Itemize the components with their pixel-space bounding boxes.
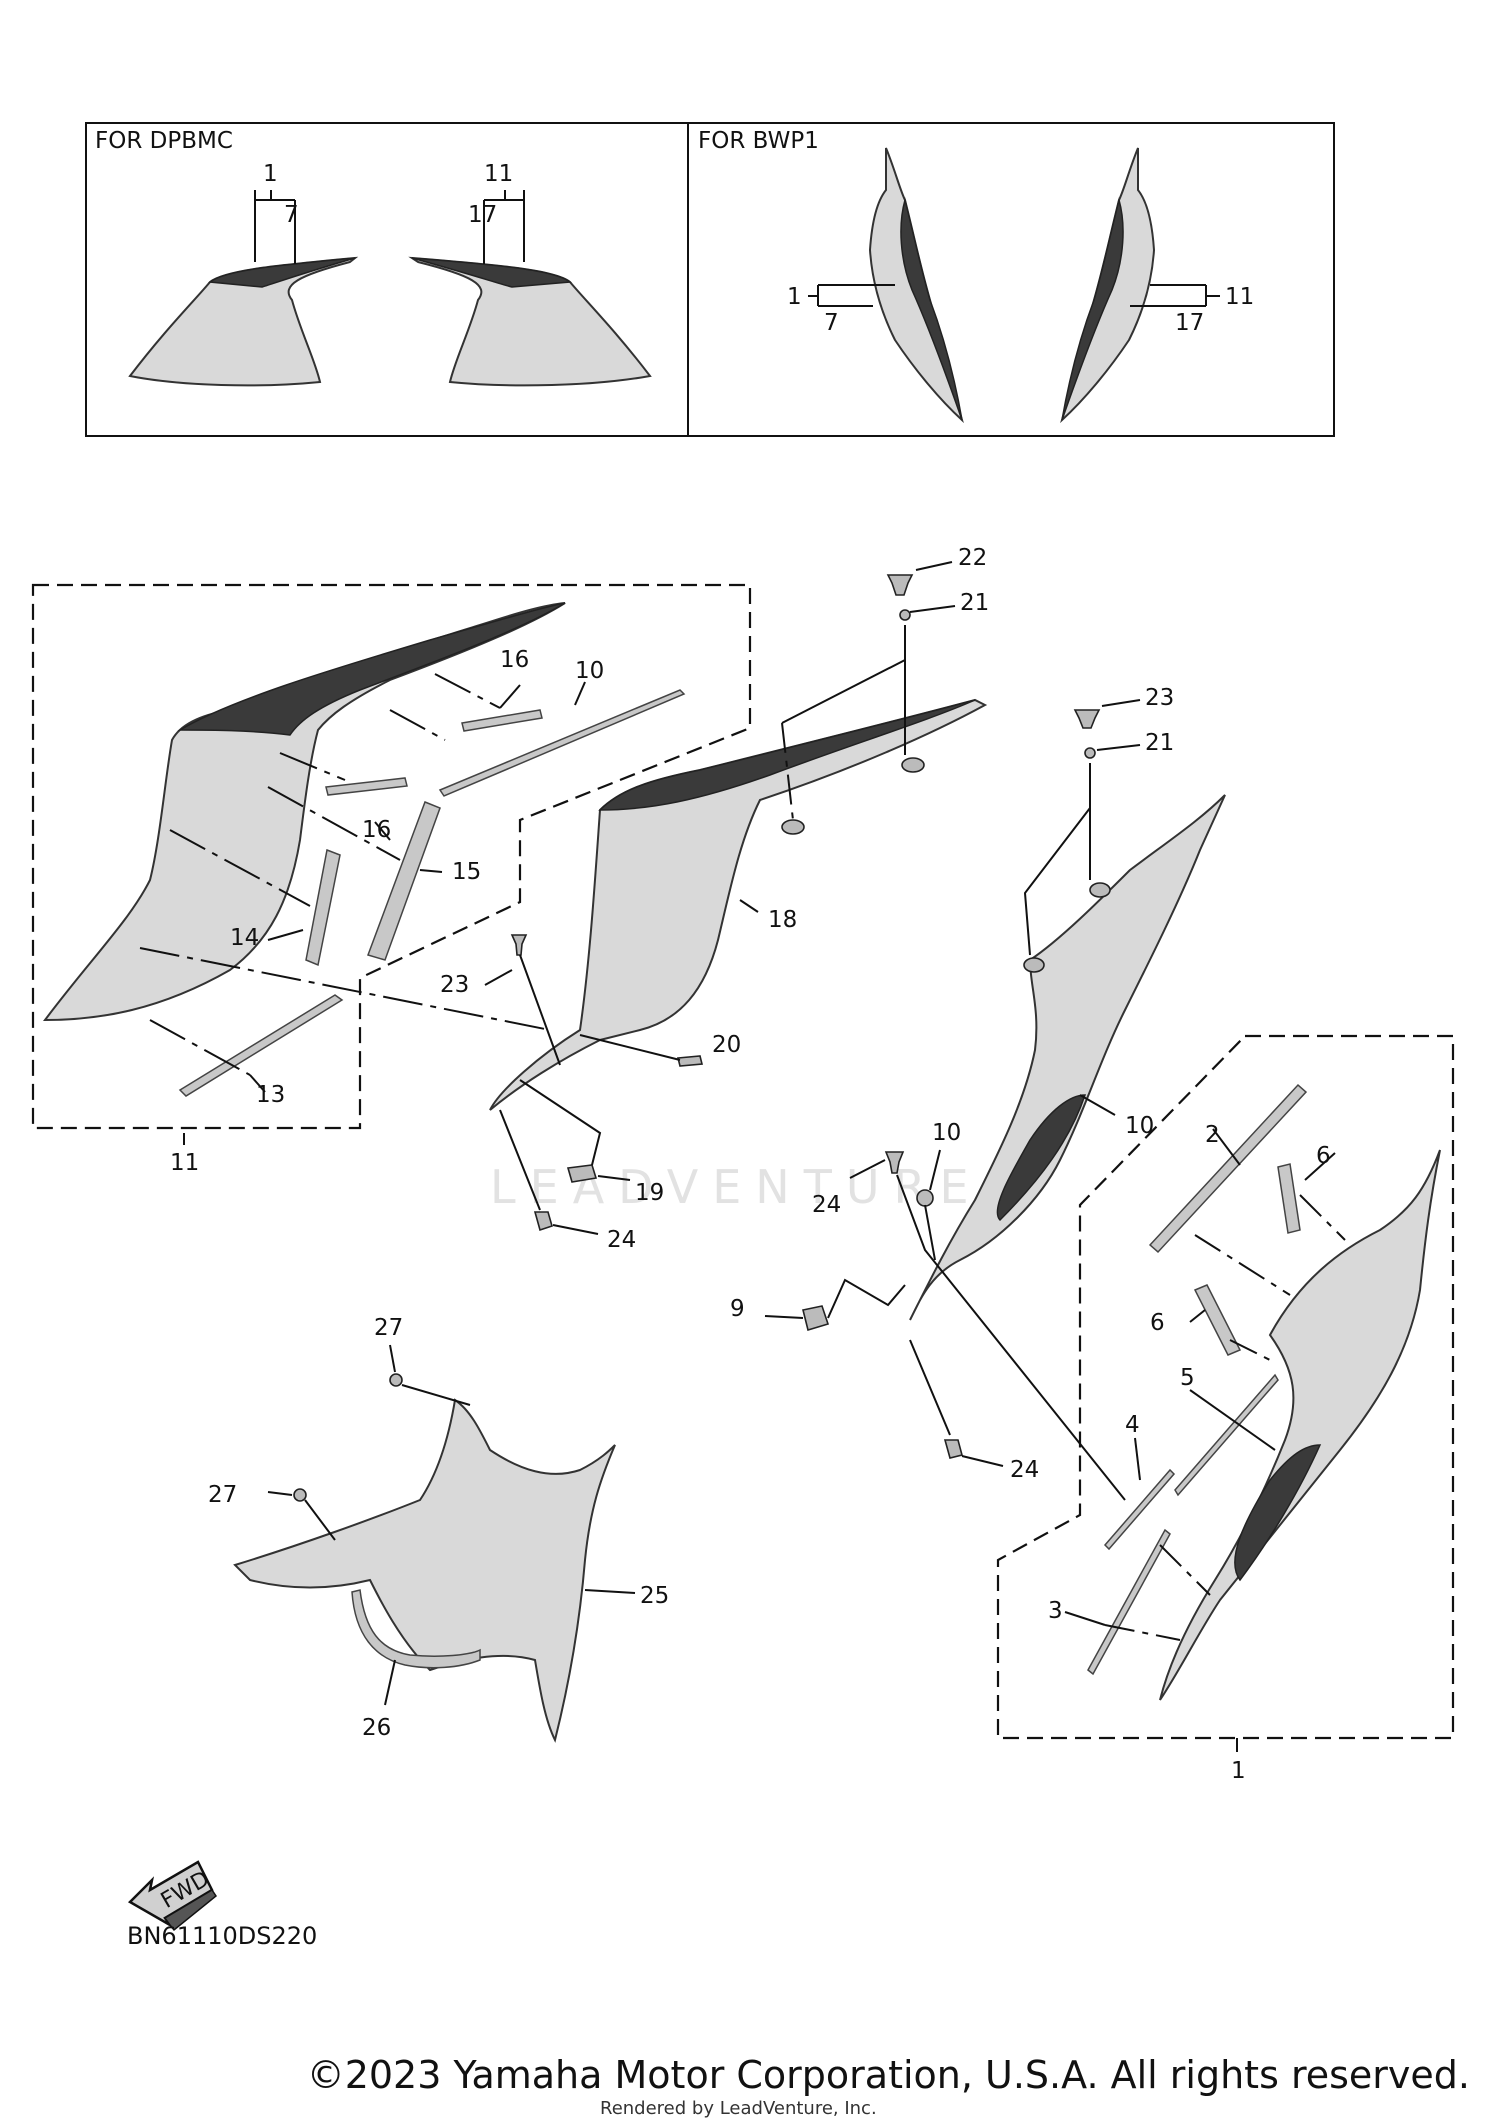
callout-12: 10 (575, 658, 604, 684)
strip-6b (1193, 1284, 1242, 1356)
callout-5: 5 (1180, 1365, 1195, 1391)
callout-22-top: 22 (958, 545, 987, 571)
callout-14: 14 (230, 925, 259, 951)
nut-24-right (943, 1439, 963, 1459)
cover-18-mount-hole-a (781, 819, 805, 835)
strip-15 (367, 801, 441, 961)
callout-24-left: 24 (607, 1227, 636, 1253)
callout-6a: 6 (1316, 1143, 1331, 1169)
nut-10 (916, 1189, 934, 1207)
bracket-8-hole-a (1023, 957, 1045, 973)
right-cover-1-stripe (1234, 1444, 1322, 1582)
inset-dpbmc-right-stripe (411, 257, 572, 288)
callout-1: 1 (1231, 1758, 1246, 1784)
clip-9 (802, 1305, 830, 1332)
inset-bwp1-label-17: 17 (1175, 310, 1204, 336)
fwd-arrow: FWD (127, 1860, 218, 1932)
inset-label-17: 17 (468, 202, 497, 228)
screw-22-right (1073, 709, 1101, 729)
strip-2 (1148, 1083, 1308, 1254)
callout-24-right: 24 (1010, 1457, 1039, 1483)
callout-27-top: 27 (374, 1315, 403, 1341)
callout-22-right: 23 (1145, 685, 1174, 711)
screw-27-top (389, 1373, 403, 1387)
callout-9: 9 (730, 1296, 745, 1322)
callout-11: 11 (170, 1150, 199, 1176)
nut-24-left (533, 1211, 553, 1232)
left-cover-11 (42, 602, 566, 1022)
strip-16a (461, 709, 543, 732)
inset-title-bwp1: FOR BWP1 (698, 128, 819, 154)
callout-16b: 16 (362, 817, 391, 843)
callout-16a: 16 (500, 647, 529, 673)
callout-20: 20 (712, 1032, 741, 1058)
callout-21-right: 21 (1145, 730, 1174, 756)
inset-bwp1-left-stripe (900, 197, 963, 421)
copyright-notice: ©2023 Yamaha Motor Corporation, U.S.A. A… (306, 2053, 1470, 2097)
screw-23-left (510, 934, 528, 956)
left-cover-11-stripe (177, 602, 566, 736)
clip-20 (676, 1055, 704, 1067)
diagram-code: BN61110DS220 (127, 1922, 317, 1950)
strip-6a (1277, 1163, 1301, 1234)
cover-18-assembly (484, 561, 988, 1235)
callout-labels: 22 21 23 21 16 10 16 15 14 13 11 18 23 2… (170, 545, 1331, 1784)
right-cover-1 (1159, 1149, 1441, 1701)
callout-25: 25 (640, 1583, 669, 1609)
inset-title-dpbmc: FOR DPBMC (95, 128, 233, 154)
callout-4: 4 (1125, 1412, 1140, 1438)
inset-label-7: 7 (284, 202, 299, 228)
lower-cover-25 (233, 1398, 616, 1743)
bracket-8-assembly (764, 699, 1226, 1501)
strip-5 (1174, 1373, 1279, 1497)
strip-3 (1087, 1528, 1171, 1676)
inset-bwp1-label-1: 1 (787, 284, 802, 310)
strip-14 (305, 848, 341, 967)
inset-label-1: 1 (263, 161, 278, 187)
washer-21-right (1084, 747, 1096, 759)
callout-2: 2 (1205, 1122, 1220, 1148)
bracket-8-stripe (996, 1094, 1087, 1222)
callout-3: 3 (1048, 1598, 1063, 1624)
callout-23-left: 23 (440, 972, 469, 998)
washer-21-top (899, 609, 911, 621)
lower-cover-25-assembly (233, 1344, 636, 1743)
cover-18-stripe (598, 699, 976, 811)
strip-12 (438, 689, 686, 797)
inset-dpbmc-right-cover (408, 256, 652, 387)
cover-18-mount-hole-b (901, 757, 925, 773)
strip-16b (325, 777, 408, 796)
callout-10: 10 (932, 1120, 961, 1146)
group-11-left-cover-assembly (31, 583, 752, 1145)
bracket-19 (566, 1164, 598, 1183)
rendered-by-credit: Rendered by LeadVenture, Inc. (600, 2098, 877, 2119)
callout-15: 15 (452, 859, 481, 885)
callout-18: 18 (768, 907, 797, 933)
strip-13 (178, 994, 344, 1097)
callout-13: 13 (256, 1082, 285, 1108)
screw-22-top (886, 574, 914, 596)
variant-inset: FOR DPBMC FOR BWP1 1 7 11 17 1 7 11 (85, 122, 1335, 437)
screw-27-left (293, 1488, 307, 1502)
inset-bwp1-right-stripe (1061, 197, 1124, 421)
strip-4 (1103, 1468, 1176, 1551)
callout-23-right: 24 (812, 1192, 841, 1218)
bracket-8 (909, 794, 1226, 1321)
callout-27-left: 27 (208, 1482, 237, 1508)
callout-6b: 6 (1150, 1310, 1165, 1336)
callout-26: 26 (362, 1715, 391, 1741)
rubber-26 (351, 1589, 481, 1669)
bracket-8-hole-b (1089, 882, 1111, 898)
inset-label-11: 11 (484, 161, 513, 187)
inset-dpbmc-left-cover (128, 256, 359, 387)
callout-19: 19 (635, 1180, 664, 1206)
callout-21-top: 21 (960, 590, 989, 616)
group-1-right-cover-assembly (996, 1034, 1455, 1752)
callout-8: 10 (1125, 1113, 1154, 1139)
inset-dpbmc-left-stripe (208, 257, 356, 288)
inset-bwp1-label-11: 11 (1225, 284, 1254, 310)
screw-23-right (884, 1151, 905, 1174)
inset-bwp1-label-7: 7 (824, 310, 839, 336)
